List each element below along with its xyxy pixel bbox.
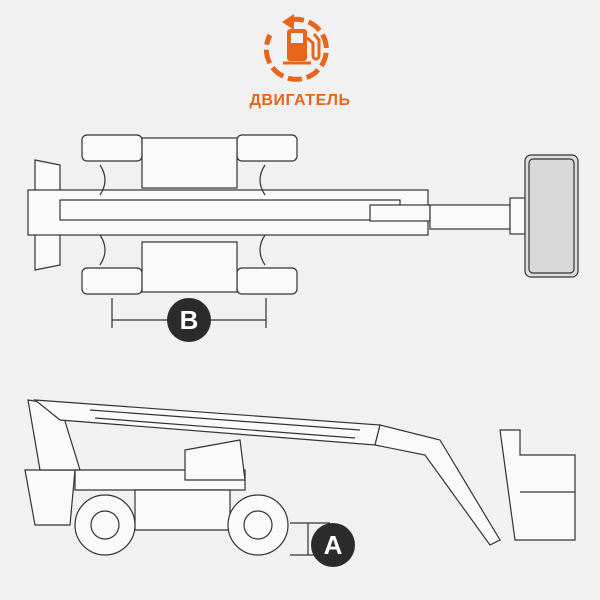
svg-text:B: B <box>180 305 199 335</box>
engine-label: ДВИГАТЕЛЬ <box>249 92 351 109</box>
svg-text:A: A <box>324 530 343 560</box>
ground-clearance-marker-badge: A <box>311 523 355 567</box>
fuel-pump-cycle-icon <box>263 14 329 82</box>
width-marker-badge: B <box>167 298 211 342</box>
side-view-drawing <box>24 399 576 556</box>
top-view-drawing <box>27 134 579 295</box>
